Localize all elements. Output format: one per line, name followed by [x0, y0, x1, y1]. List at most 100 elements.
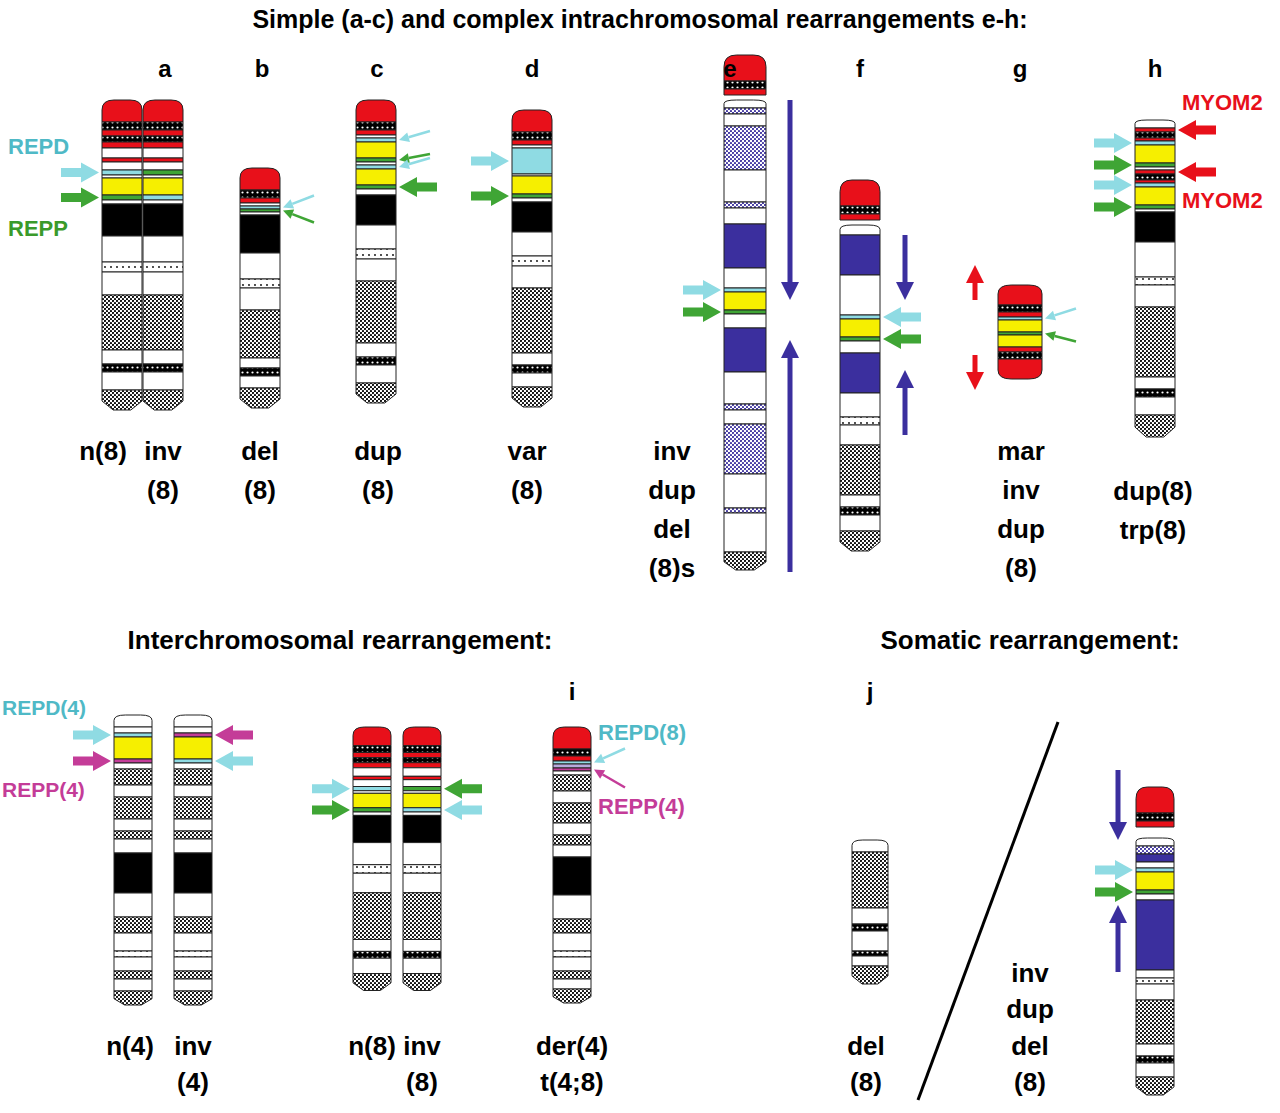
- chromosome-band: [553, 951, 591, 957]
- chromosome-label: a: [158, 55, 171, 84]
- chromosome-label: i: [569, 678, 576, 707]
- chromosome-band: [356, 165, 396, 169]
- chromosome-label: del (8): [241, 432, 279, 510]
- callout-arrow-line: [1055, 336, 1076, 342]
- chromosome-band: [840, 507, 880, 515]
- chromosome-band: [724, 170, 766, 202]
- chromosome-band: [724, 508, 766, 513]
- chromosome-band: [114, 991, 152, 1005]
- chromosome-label: d: [525, 55, 540, 84]
- chromosome-band: [1135, 174, 1175, 180]
- chromosome-label: j: [867, 678, 874, 707]
- chromosome-band: [174, 917, 212, 933]
- direction-arrow-line: [903, 235, 908, 284]
- chromosome-band: [353, 758, 391, 763]
- chromosome: [114, 715, 152, 1005]
- chromosome-label: dup (8): [354, 432, 402, 510]
- chromosome-band: [840, 495, 880, 507]
- chromosome-band: [356, 281, 396, 343]
- chromosome: [1136, 787, 1174, 827]
- direction-arrow-head: [1109, 905, 1127, 923]
- chromosome: [724, 55, 766, 95]
- chromosome-band: [840, 341, 880, 353]
- chromosome: [1136, 838, 1174, 1095]
- callout-arrow: [444, 779, 482, 799]
- chromosome-band: [998, 320, 1042, 332]
- chromosome-band: [1135, 183, 1175, 187]
- chromosome-band: [1136, 894, 1174, 900]
- chromosome-band: [174, 893, 212, 917]
- chromosome-band: [102, 372, 142, 390]
- chromosome-band: [403, 787, 441, 791]
- chromosome-band: [102, 142, 142, 148]
- chromosome-band: [353, 727, 391, 746]
- chromosome-band: [1136, 868, 1174, 872]
- chromosome-band: [553, 971, 591, 979]
- chromosome-band: [114, 971, 152, 979]
- chromosome-band: [114, 893, 152, 917]
- chromosome-band: [403, 776, 441, 779]
- chromosome-band: [403, 780, 441, 787]
- chromosome-band: [553, 845, 591, 857]
- chromosome-band: [174, 769, 212, 785]
- chromosome-band: [512, 198, 552, 202]
- chromosome-label: inv (4): [174, 1028, 212, 1101]
- chromosome-band: [1136, 1000, 1174, 1044]
- chromosome-band: [102, 162, 142, 170]
- chromosome-band: [852, 908, 888, 924]
- chromosome-band: [114, 957, 152, 971]
- chromosome-band: [403, 974, 441, 991]
- callout-arrow-head: [283, 209, 294, 218]
- callout-arrow-head: [594, 770, 605, 779]
- callout-label: REPP: [8, 216, 68, 241]
- chromosome-band: [143, 130, 183, 136]
- direction-arrow-line: [788, 100, 793, 284]
- chromosome-band: [240, 215, 280, 253]
- chromosome-band: [143, 390, 183, 410]
- chromosome-band: [403, 763, 441, 768]
- chromosome-band: [512, 202, 552, 232]
- chromosome-band: [114, 759, 152, 763]
- chromosome-band: [553, 957, 591, 971]
- chromosome-band: [724, 314, 766, 328]
- chromosome-band: [353, 763, 391, 768]
- chromosome-label: n(8): [348, 1028, 396, 1064]
- callout-arrow: [215, 725, 253, 745]
- direction-arrow-head: [781, 340, 799, 358]
- chromosome-band: [143, 170, 183, 175]
- chromosome-band: [724, 404, 766, 410]
- chromosome-band: [114, 853, 152, 893]
- chromosome-band: [1135, 212, 1175, 242]
- chromosome-band: [356, 122, 396, 130]
- callout-label: MYOM2: [1182, 90, 1263, 115]
- chromosome-label: n(8): [79, 432, 127, 471]
- callout-arrow-head: [1045, 311, 1056, 321]
- chromosome-band: [724, 372, 766, 404]
- chromosome-band: [174, 839, 212, 853]
- callout-arrow: [61, 188, 99, 208]
- chromosome-band: [1136, 900, 1174, 970]
- chromosome-band: [998, 352, 1042, 359]
- chromosome-band: [353, 893, 391, 940]
- direction-arrow-head: [1109, 822, 1127, 840]
- callout-label: REPD: [8, 134, 69, 159]
- callout-label: REPD(8): [598, 720, 686, 745]
- chromosome: [403, 727, 441, 991]
- chromosome-band: [356, 343, 396, 357]
- callout-arrow-line: [409, 131, 430, 137]
- chromosome-band: [356, 189, 396, 195]
- callout-arrow: [215, 751, 253, 771]
- divider-line: [918, 722, 1058, 1100]
- chromosome-band: [174, 727, 212, 733]
- chromosome-band: [114, 819, 152, 831]
- chromosome-band: [240, 310, 280, 358]
- chromosome-band: [114, 727, 152, 733]
- chromosome-band: [553, 919, 591, 933]
- chromosome: [143, 100, 183, 410]
- callout-arrow: [883, 307, 921, 327]
- callout-arrow-head: [399, 132, 410, 142]
- chromosome-band: [403, 758, 441, 763]
- callout-arrow: [73, 725, 111, 745]
- chromosome-label: Interchromosomal rearrangement:: [128, 625, 553, 656]
- chromosome-band: [143, 178, 183, 195]
